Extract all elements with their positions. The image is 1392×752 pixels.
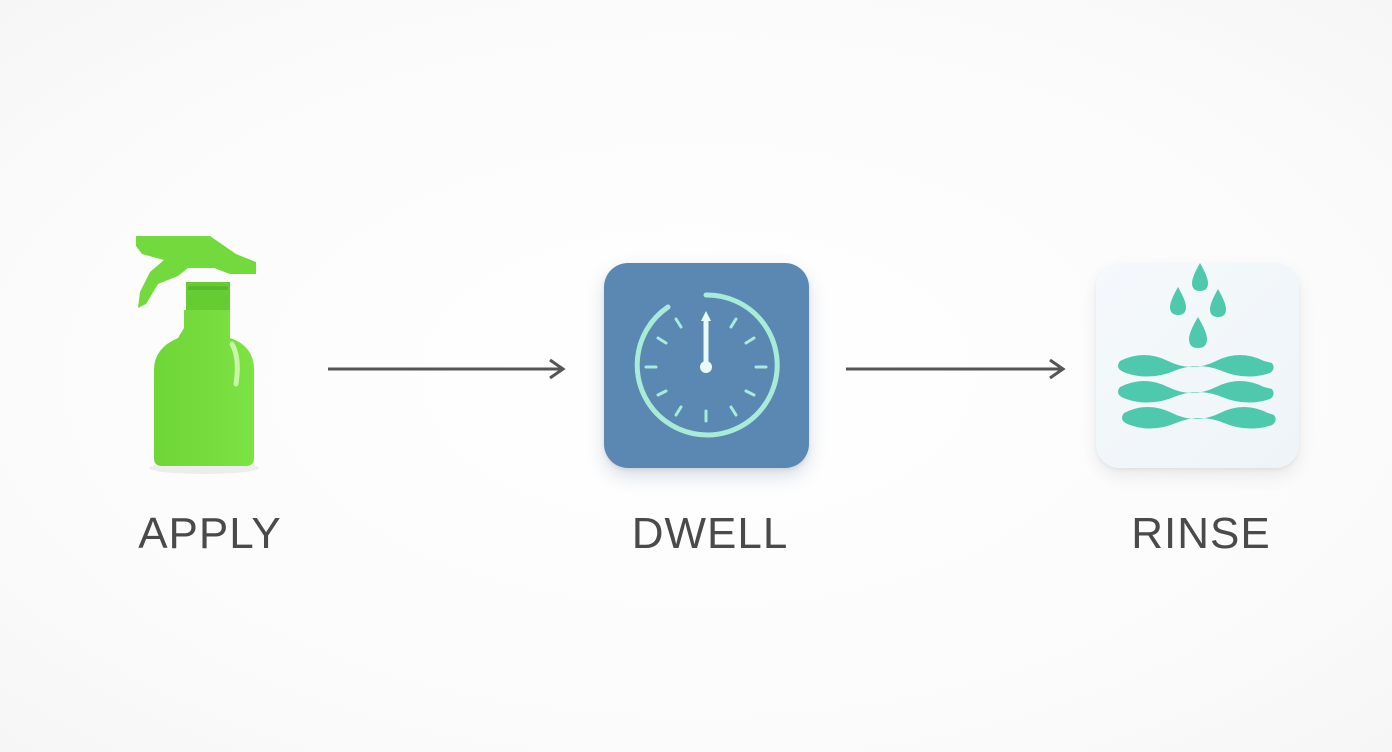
- arrow-right-icon: [844, 355, 1068, 383]
- arrow-right-icon: [326, 355, 568, 383]
- clock-icon: [604, 263, 809, 468]
- water-waves-icon: [1096, 263, 1299, 468]
- step-label-apply: APPLY: [138, 509, 282, 558]
- step-label-rinse: RINSE: [1131, 509, 1271, 558]
- spray-bottle-icon: [118, 228, 278, 478]
- step-label-dwell: DWELL: [631, 509, 789, 558]
